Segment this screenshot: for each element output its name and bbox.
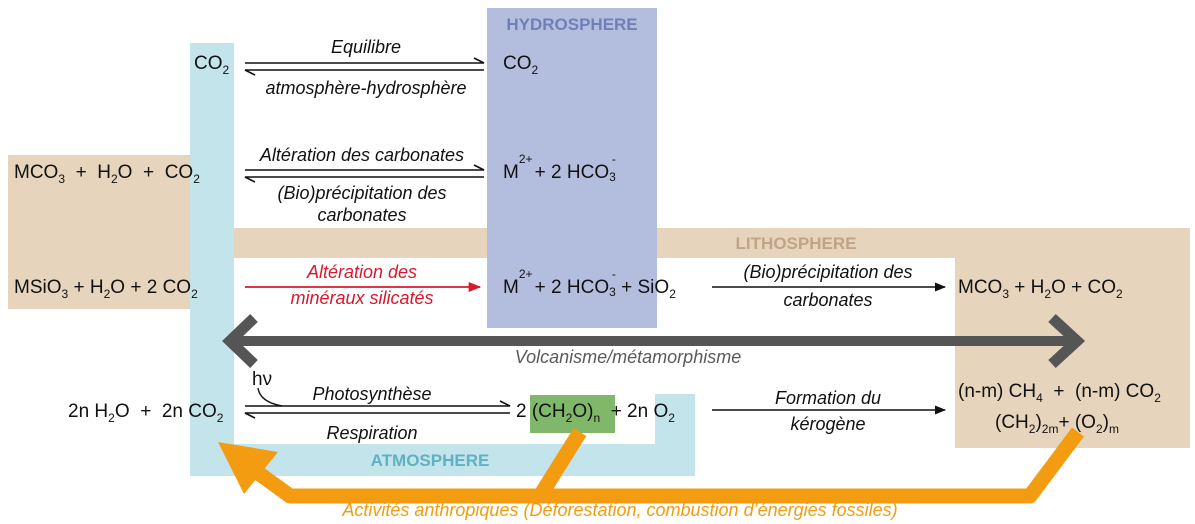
carbonate-weathering-label: Altération des carbonates — [259, 145, 465, 165]
co2-atmosphere: CO2 — [194, 53, 230, 77]
silicate-weathering-label-1: Altération des — [306, 262, 418, 282]
equilibrium-arrows-row2 — [244, 164, 485, 183]
bioprecipitation-label-1: (Bio)précipitation des — [277, 183, 447, 203]
silicate-weathering-reactants: MSiO3 + H2O + 2 CO2 — [14, 277, 198, 301]
photosynthesis-arrows — [244, 400, 511, 419]
kerogen-products-1: (n-m) CH4 + (n-m) CO2 — [958, 381, 1161, 405]
atmosphere-bottom-band — [190, 444, 695, 476]
volcanism-arrow — [222, 313, 1086, 369]
precipitation-label-row3-1: (Bio)précipitation des — [743, 262, 913, 282]
organic-matter-products: 2 (CH2O)n + 2n O2 — [516, 401, 675, 425]
photosynthesis-label: Photosynthèse — [312, 384, 432, 404]
organic-matter-box — [530, 395, 615, 433]
dissolved-ions-row2: M2+ + 2 HCO3- — [503, 153, 616, 184]
bioprecipitation-label-2: carbonates — [317, 205, 407, 225]
anthropic-activities-label: Activités anthropiques (Déforestation, c… — [342, 500, 898, 520]
light-curve-arrow — [257, 387, 283, 407]
hydrosphere-label: HYDROSPHERE — [506, 15, 638, 34]
carbonate-products-row3: MCO3 + H2O + CO2 — [958, 277, 1123, 301]
dissolved-ions-row3: M2+ + 2 HCO3- + SiO2 — [503, 268, 676, 301]
carbonate-weathering-reactants: MCO3 + H2O + CO2 — [14, 162, 200, 186]
photosynthesis-reactants: 2n H2O + 2n CO2 — [68, 401, 224, 425]
anthropic-arrow — [245, 427, 1084, 504]
precipitation-label-row3-2: carbonates — [783, 290, 873, 310]
anthropic-arrow-head — [218, 442, 278, 494]
kerogen-label-1: Formation du — [774, 388, 882, 408]
lithosphere-label: LITHOSPHERE — [735, 234, 857, 253]
co2-hydrosphere: CO2 — [503, 53, 539, 77]
hv-light: hν — [252, 369, 273, 390]
atmosphere-column — [190, 43, 234, 476]
lithosphere-zone-left — [8, 155, 190, 309]
atmosphere-o2-box — [655, 394, 695, 476]
atmosphere-label: ATMOSPHERE — [370, 451, 490, 470]
silicate-weathering-label-2: minéraux silicatés — [290, 288, 434, 308]
volcanism-label: Volcanisme/métamorphisme — [514, 347, 742, 367]
respiration-label: Respiration — [326, 423, 418, 443]
atmosphere-hydrosphere-label: atmosphère-hydrosphère — [265, 78, 467, 98]
equilibrium-arrows-row1 — [244, 57, 485, 76]
kerogen-label-2: kérogène — [790, 414, 866, 434]
hydrosphere-zone — [487, 8, 657, 328]
kerogen-products-2: (CH2)2m+ (O2)m — [995, 412, 1119, 436]
equilibrium-label: Equilibre — [330, 37, 402, 57]
